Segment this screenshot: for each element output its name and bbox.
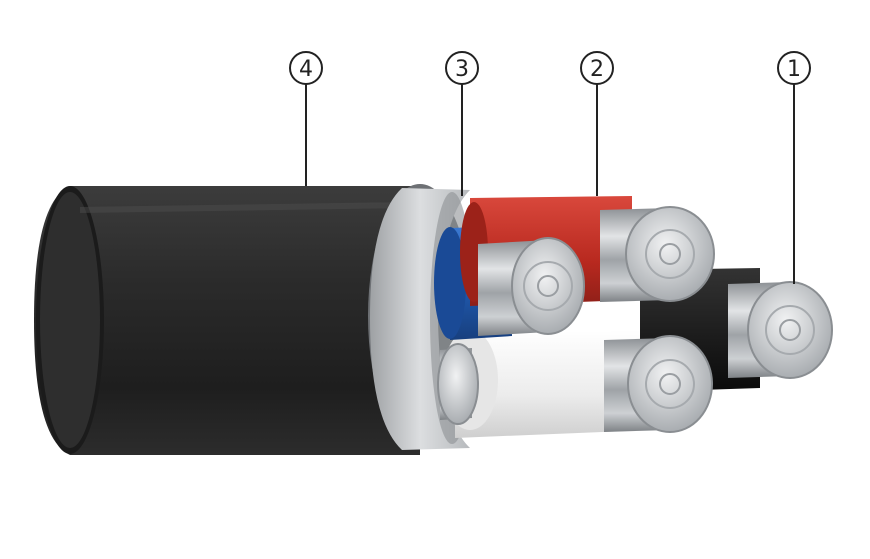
leader-lines	[305, 83, 795, 284]
conductor-top	[600, 206, 715, 302]
callout-3-label: 3	[455, 57, 469, 82]
conductor-bottom-left-stub	[437, 343, 479, 425]
callout-4: 4	[289, 51, 323, 85]
callout-4-label: 4	[299, 57, 313, 82]
callout-1: 1	[777, 51, 811, 85]
callout-2: 2	[580, 51, 614, 85]
conductor-bottom	[604, 335, 713, 433]
outer-sheath	[34, 186, 420, 455]
conductor-middle-left	[478, 237, 585, 336]
conductor-right	[728, 281, 833, 379]
callout-3: 3	[445, 51, 479, 85]
callout-2-label: 2	[590, 57, 604, 82]
callout-1-label: 1	[787, 57, 801, 82]
